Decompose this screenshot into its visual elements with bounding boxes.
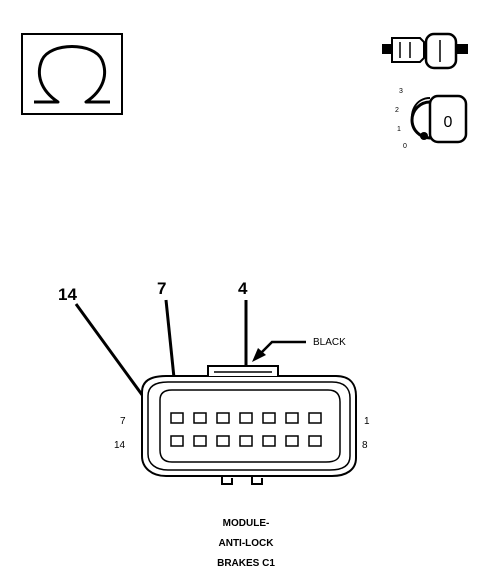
switch-position-2: 2 [395, 107, 399, 114]
pin-label-8: 8 [362, 440, 368, 451]
terminal-row-bottom [170, 435, 322, 447]
wire-color-label: BLACK [313, 337, 346, 348]
switch-position-0: 0 [403, 143, 407, 150]
pin-label-1: 1 [364, 416, 370, 427]
ohmmeter-icon [21, 33, 123, 115]
caption-line-1: MODULE- [223, 518, 270, 529]
pin-label-14: 14 [114, 440, 126, 451]
callout-7: 7 [157, 279, 166, 298]
pin-label-7: 7 [120, 416, 126, 427]
key-label: 0 [444, 114, 453, 131]
caption-line-2: ANTI-LOCK [219, 538, 275, 549]
callout-4: 4 [238, 279, 248, 298]
terminal-row-top [170, 412, 322, 424]
caption-line-3: BRAKES C1 [217, 558, 275, 569]
switch-position-1: 1 [397, 126, 401, 133]
switch-position-3: 3 [399, 88, 403, 95]
connector-c1 [141, 365, 357, 485]
wire-color-note: BLACK [252, 337, 346, 362]
ignition-switch-icon: 3 2 1 0 0 [382, 32, 468, 150]
callout-14: 14 [58, 285, 77, 304]
